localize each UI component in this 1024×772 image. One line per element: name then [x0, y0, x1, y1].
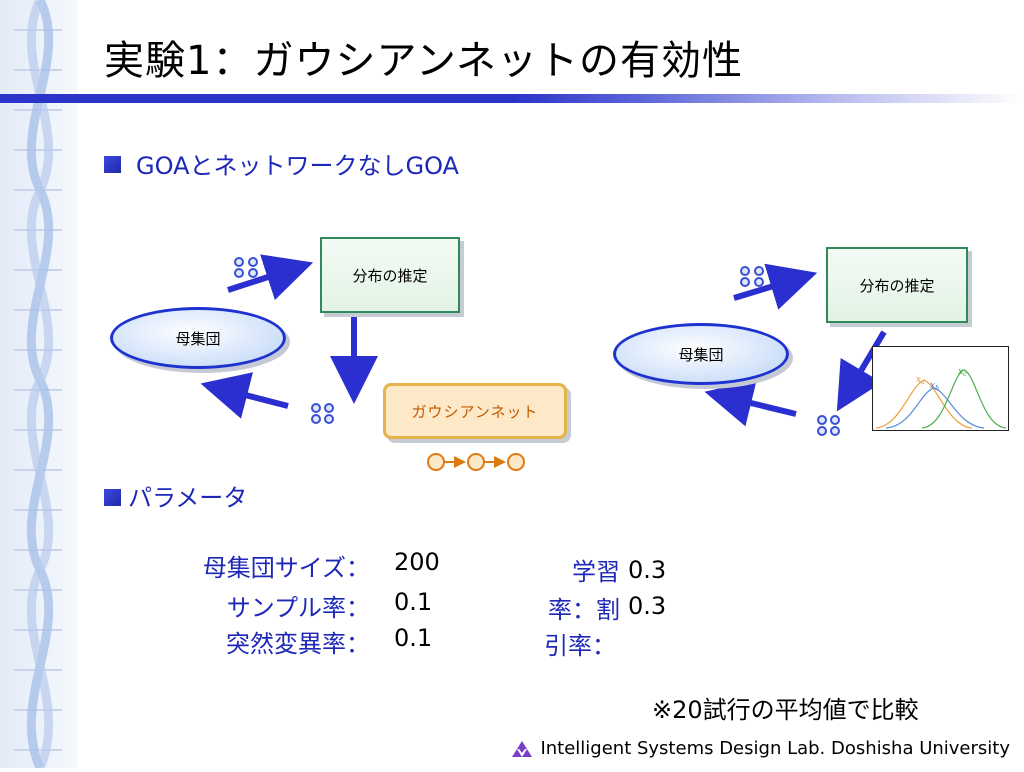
param-pop-size-label: 母集団サイズ：: [202, 554, 370, 582]
gaussian-net-label: ガウシアンネット: [411, 402, 539, 421]
param-learn-label-1: 学習: [572, 558, 620, 586]
graph-label-a-sub: a: [921, 379, 925, 386]
title-underline: [0, 94, 1024, 103]
sample-dots-left-bottom: [311, 403, 334, 424]
param-mutation-rate-value: 0.1: [394, 624, 433, 652]
arrow-pop-to-estimate-left: [227, 254, 314, 301]
svg-text:xb: xb: [930, 381, 939, 392]
graph-label-c: x: [958, 367, 963, 377]
sample-dots-right-bottom: [817, 415, 840, 436]
population-label-left: 母集団: [175, 329, 221, 348]
graph-label-b-sub: b: [935, 385, 939, 392]
param-pop-size-value: 200: [394, 548, 440, 576]
param-learn-value-2: 0.3: [628, 592, 667, 620]
sample-dots-right-top: [740, 266, 764, 287]
population-oval-right: 母集団: [613, 323, 789, 385]
svg-text:xc: xc: [958, 367, 967, 378]
param-learn-value-1: 0.3: [628, 556, 667, 584]
estimate-label-left: 分布の推定: [352, 266, 428, 285]
graph-label-a: x: [916, 375, 921, 385]
arrow-samples-to-pop-right: [704, 379, 797, 427]
bullet-parameters: パラメータ: [128, 484, 248, 512]
param-sample-rate-value: 0.1: [394, 588, 433, 616]
estimate-box-right: 分布の推定: [826, 247, 968, 323]
estimate-box-left: 分布の推定: [320, 237, 460, 313]
graph-label-c-sub: c: [963, 371, 967, 378]
population-oval-left: 母集団: [110, 307, 286, 369]
arrow-pop-to-estimate-right: [733, 263, 818, 310]
svg-text:xa: xa: [916, 375, 925, 386]
lab-logo-icon: [512, 740, 533, 757]
gaussian-net-nodes-icon: [427, 453, 525, 471]
sidebar-decoration: [0, 0, 78, 770]
param-learn-label-3: 引率：: [544, 632, 616, 660]
estimate-label-right: 分布の推定: [859, 276, 935, 295]
distribution-graph: xa xb xc: [872, 346, 1009, 431]
comparison-note: ※20試行の平均値で比較: [652, 696, 919, 724]
population-label-right: 母集団: [678, 345, 724, 364]
footer-lab-name: Intelligent Systems Design Lab. Doshisha…: [540, 738, 1010, 759]
bullet-square-icon: [104, 156, 121, 173]
dna-helix-icon: [14, 0, 62, 770]
graph-label-b: x: [930, 381, 935, 391]
page-title: 実験1：ガウシアンネットの有効性: [104, 38, 744, 84]
bullet-square-icon: [104, 489, 121, 506]
arrow-samples-to-pop-left: [200, 372, 289, 419]
sample-dots-left-top: [234, 257, 258, 278]
param-learn-label-2: 率：割: [548, 596, 620, 624]
param-mutation-rate-label: 突然変異率：: [226, 630, 370, 658]
bullet-goa-comparison: GOAとネットワークなしGOA: [136, 152, 459, 180]
gaussian-net-box: ガウシアンネット: [383, 383, 567, 439]
param-sample-rate-label: サンプル率：: [226, 594, 370, 622]
arrow-estimate-to-samples-right: [836, 330, 887, 412]
footer: Intelligent Systems Design Lab. Doshisha…: [510, 738, 1010, 759]
